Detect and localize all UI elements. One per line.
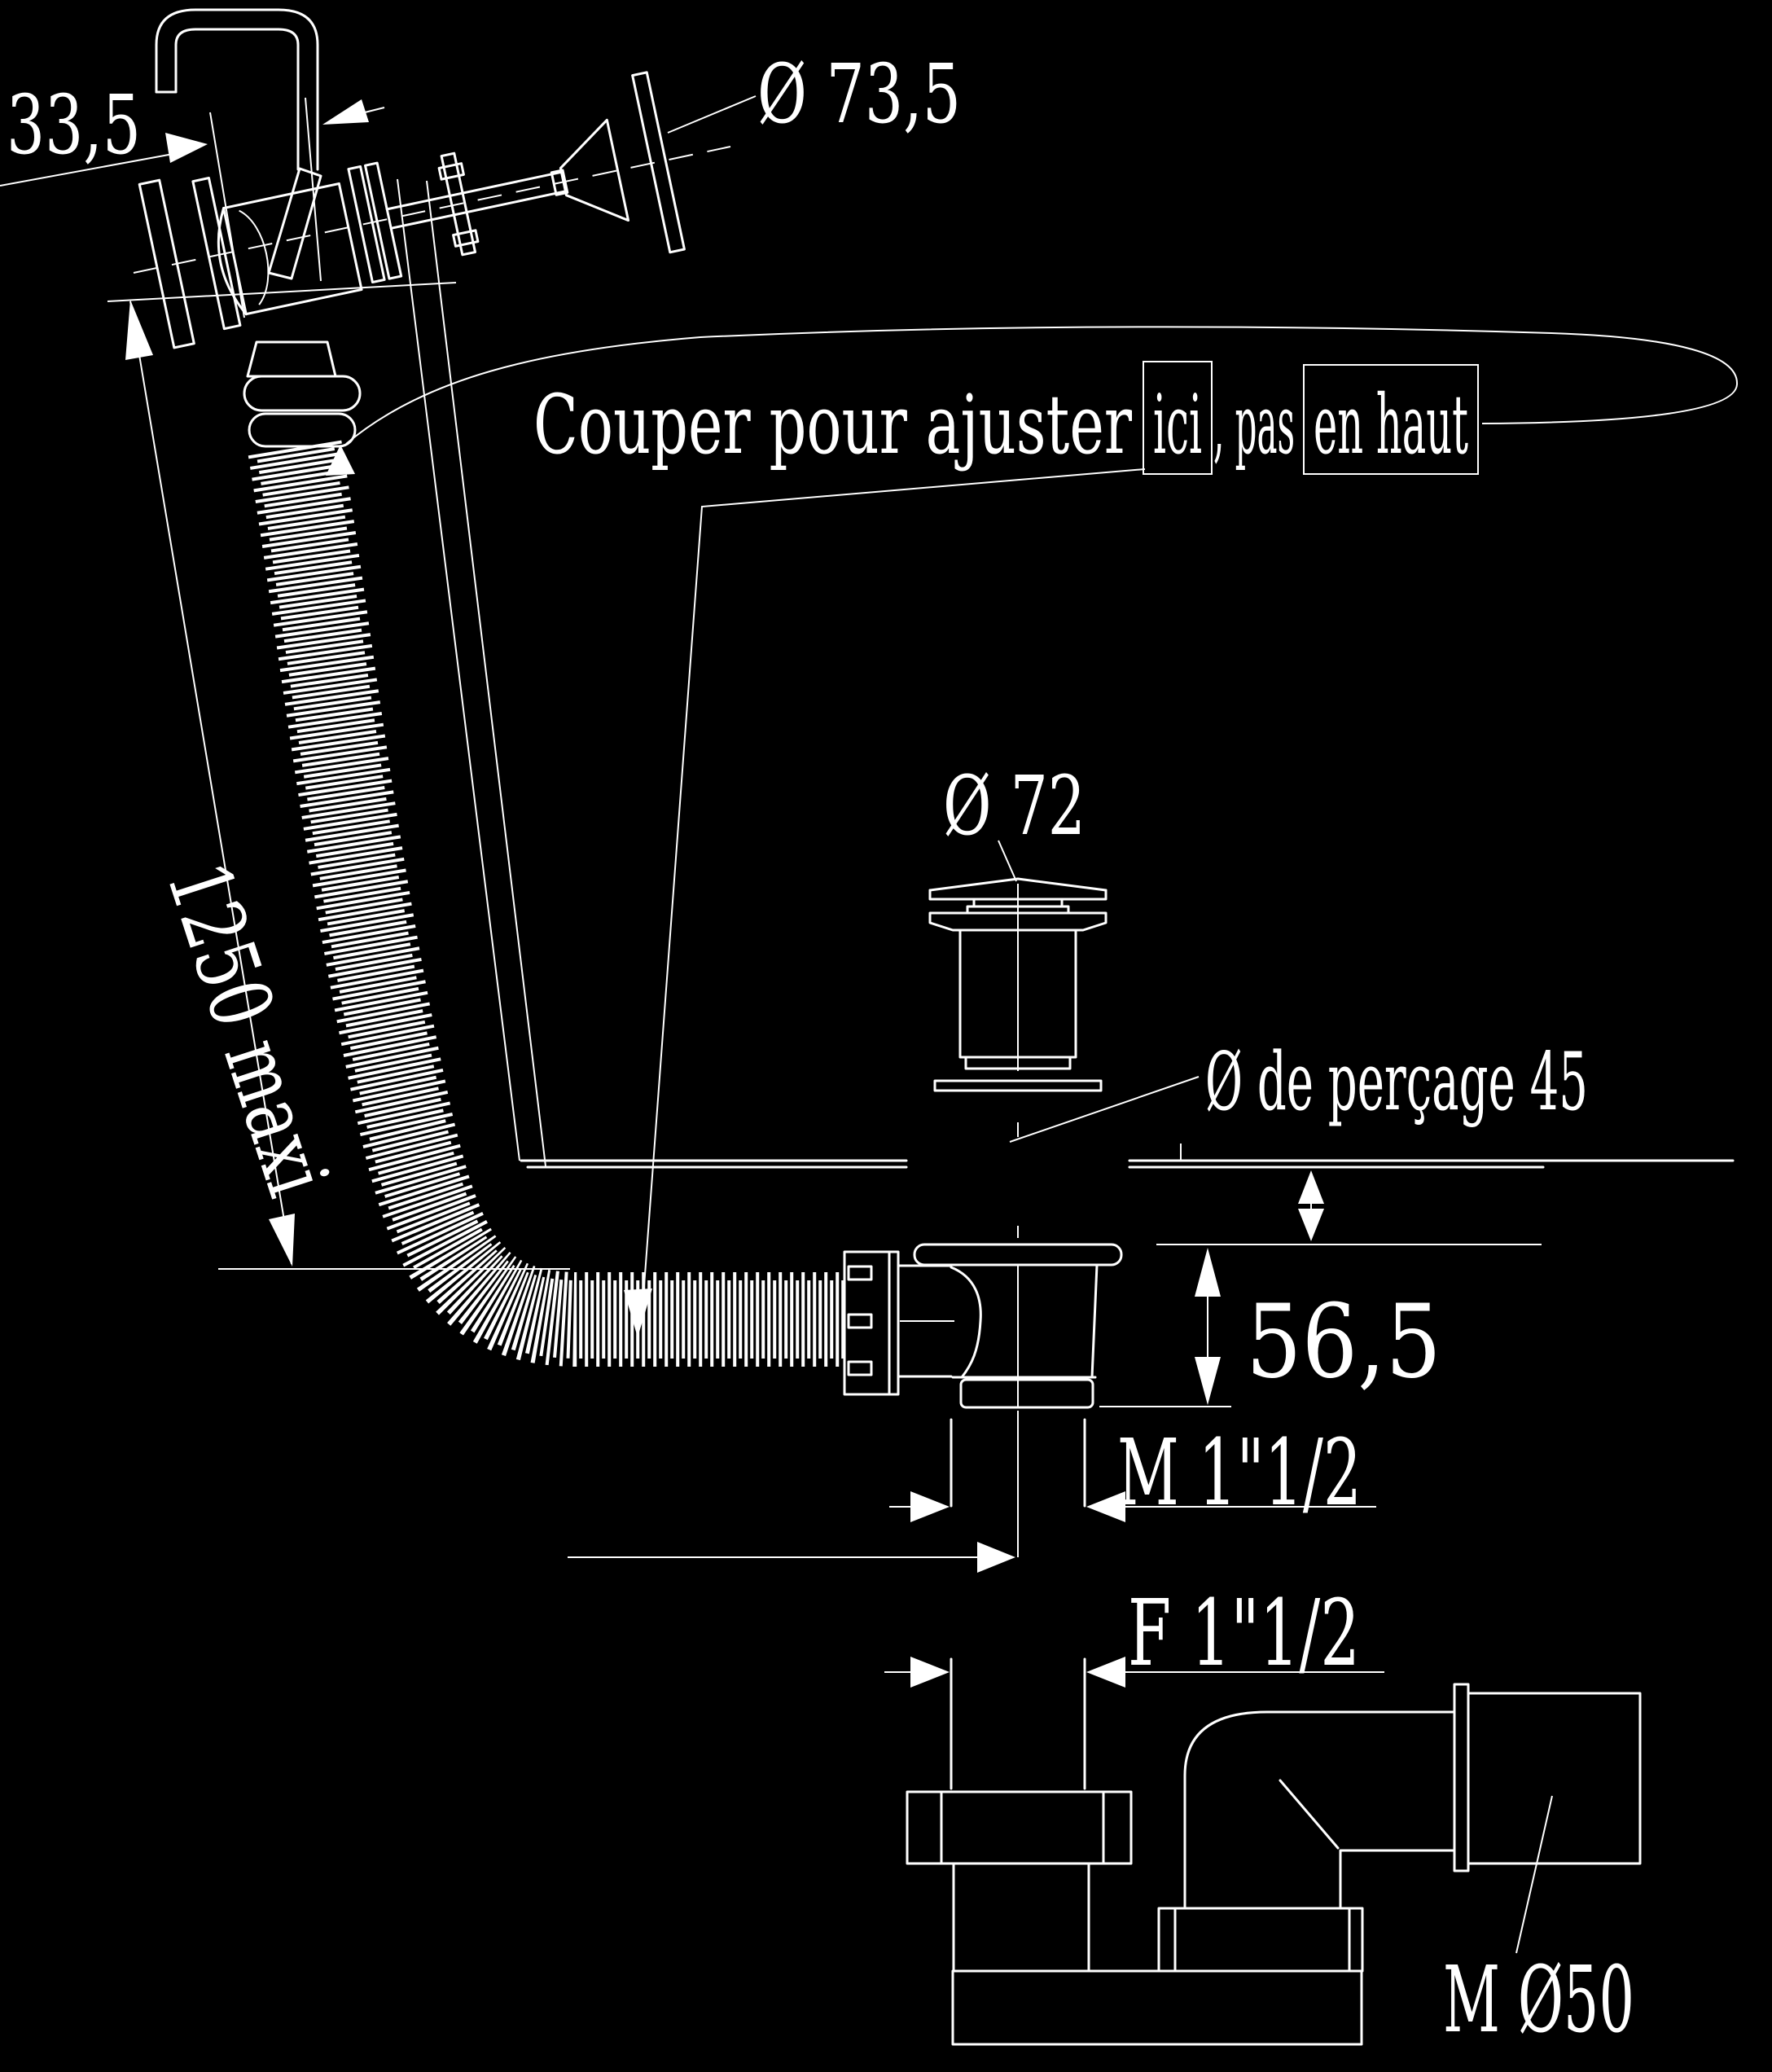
- outlet-elbow: [1157, 1683, 1642, 1973]
- dia-72-label: Ø 72: [943, 758, 1086, 854]
- tee-outlet-ring: [959, 1378, 1094, 1409]
- dimension-drill-45: Ø de perçage 45: [1009, 1036, 1588, 1143]
- elbow-miter-seam: [1279, 1779, 1340, 1850]
- note-here-leader: [643, 468, 1146, 1297]
- elbow-inlet-nut: [1157, 1907, 1364, 1973]
- bottom-drain-fitting: [906, 1790, 1363, 2046]
- note-mid-text: , pas: [1213, 377, 1295, 472]
- dimension-56-5: 56,5: [1195, 1248, 1441, 1405]
- overflow-hook-pipe: [155, 8, 322, 280]
- thread-m-label: M 1"1/2: [1117, 1420, 1362, 1526]
- outlet-male-end: [1467, 1692, 1642, 1865]
- hook-elbow-connector: [267, 167, 322, 280]
- overflow-rosette-plate: [138, 178, 195, 349]
- note-top-box: [1303, 364, 1479, 475]
- overflow-seal-plate: [191, 177, 242, 331]
- hose-swivel-nut: [843, 1250, 900, 1396]
- thread-f-label: F 1"1/2: [1128, 1581, 1360, 1687]
- bottom-base-flange: [951, 1969, 1363, 2046]
- flexible-corrugated-hose: [248, 440, 844, 1367]
- note-here-box: [1143, 361, 1213, 475]
- seal-gap-arrows: [1156, 1170, 1542, 1245]
- dim-56-5-label: 56,5: [1246, 1283, 1441, 1401]
- cut-note: Couper pour ajuster ici , pas en haut: [326, 326, 1739, 1337]
- note-top-leader: [345, 326, 1739, 445]
- dimension-m-1-1-2: M 1"1/2: [889, 1420, 1376, 1526]
- drain-plug: [928, 877, 1108, 1137]
- dimension-dia-73-5: Ø 73,5: [667, 46, 961, 142]
- drain-tee-body: [897, 1226, 1231, 1557]
- bottom-hex-nut: [906, 1790, 1133, 1865]
- dimension-m-50: M Ø50: [1443, 1795, 1634, 2053]
- overflow-cone: [559, 118, 630, 222]
- tub-wall-section: [397, 178, 546, 1167]
- drill-45-label: Ø de perçage 45: [1205, 1036, 1588, 1129]
- note-top-text: en haut: [1314, 377, 1468, 472]
- dimension-dia-72: Ø 72: [943, 758, 1086, 882]
- dim-33-5-label: 33,5: [7, 77, 141, 173]
- thread-outlet-label: M Ø50: [1443, 1947, 1634, 2053]
- plug-gasket: [933, 1079, 1103, 1092]
- dimension-f-1-1-2: F 1"1/2: [884, 1581, 1384, 1790]
- axis-pointer: [568, 1542, 1015, 1573]
- dia-73-5-label: Ø 73,5: [757, 46, 961, 142]
- note-prefix-text: Couper pour ajuster: [533, 377, 1132, 472]
- note-here-text: ici: [1153, 377, 1202, 472]
- tub-bottom-deck: [520, 1144, 1735, 1169]
- hose-head-connection: [243, 340, 362, 448]
- dimension-33-5: 33,5: [0, 77, 385, 318]
